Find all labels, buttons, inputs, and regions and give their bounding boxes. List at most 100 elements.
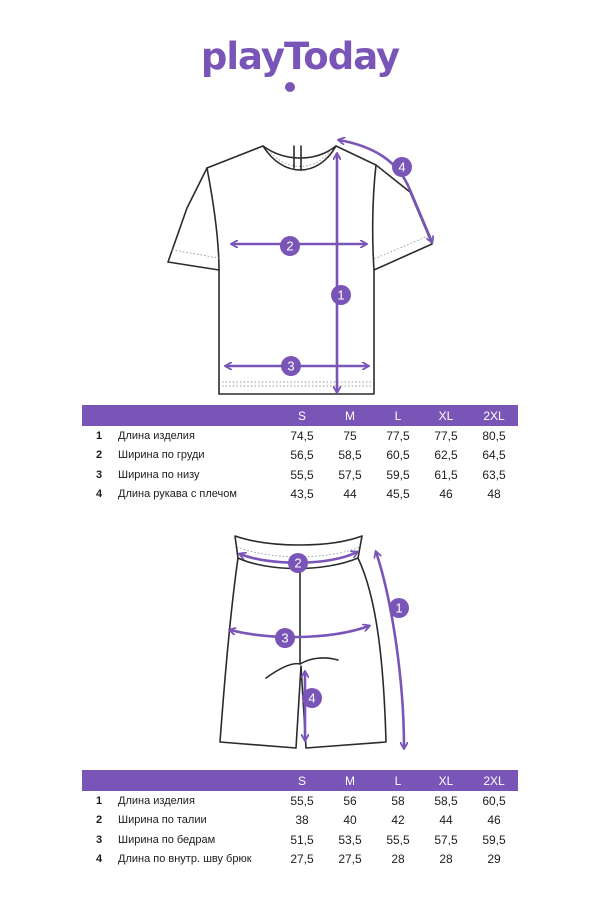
table-row: 3 Ширина по бедрам 51,5 53,5 55,5 57,5 5… <box>82 830 518 850</box>
size-value: 53,5 <box>338 832 362 847</box>
size-value: 58,5 <box>338 448 362 463</box>
row-label: Длина изделия <box>118 794 195 807</box>
size-header: 2XL <box>483 773 505 788</box>
header-spacer <box>82 770 110 791</box>
svg-text:4: 4 <box>398 160 405 175</box>
row-number: 4 <box>96 488 103 501</box>
size-header: M <box>345 773 355 788</box>
size-value: 46 <box>439 487 453 502</box>
tshirt-marker-1: 1 <box>331 285 351 305</box>
tshirt-left-cuff-stitch <box>171 249 220 259</box>
row-number: 2 <box>96 814 103 827</box>
size-value: 59,5 <box>386 467 410 482</box>
row-number: 3 <box>96 468 103 481</box>
tshirt-sleeve-line <box>339 140 432 242</box>
row-label: Ширина по груди <box>118 449 205 462</box>
shorts-marker-4: 4 <box>302 688 322 708</box>
size-value: 77,5 <box>434 428 458 443</box>
tshirt-marker-3: 3 <box>281 356 301 376</box>
row-label: Длина рукава с плечом <box>118 488 237 501</box>
size-value: 77,5 <box>386 428 410 443</box>
row-number: 1 <box>96 429 103 442</box>
size-value: 27,5 <box>290 852 314 867</box>
size-value: 74,5 <box>290 428 314 443</box>
row-label: Длина изделия <box>118 429 195 442</box>
tshirt-diagram: 1 2 3 4 <box>167 130 600 395</box>
shorts-marker-1: 1 <box>389 598 409 618</box>
size-value: 57,5 <box>338 467 362 482</box>
size-value: 29 <box>487 852 501 867</box>
size-value: 40 <box>343 813 357 828</box>
size-value: 48 <box>487 487 501 502</box>
size-value: 75 <box>343 428 357 443</box>
table-row: 2 Ширина по груди 56,5 58,5 60,5 62,5 64… <box>82 446 518 466</box>
size-header: 2XL <box>483 408 505 423</box>
size-value: 28 <box>439 852 453 867</box>
shorts-hip-line <box>230 626 369 639</box>
row-label: Ширина по бедрам <box>118 833 216 846</box>
tshirt-right-sleeve-seam <box>371 164 377 271</box>
table-row: 1 Длина изделия 55,5 56 58 58,5 60,5 <box>82 791 518 811</box>
tshirt-outline <box>167 145 433 395</box>
size-value: 62,5 <box>434 448 458 463</box>
size-value: 57,5 <box>434 832 458 847</box>
shorts-length-line <box>376 552 404 748</box>
brand-logo: playToday <box>200 35 400 78</box>
size-value: 55,5 <box>290 467 314 482</box>
size-header: L <box>394 773 402 788</box>
table-row: 2 Ширина по талии 38 40 42 44 46 <box>82 811 518 831</box>
svg-text:4: 4 <box>308 691 315 706</box>
size-value: 56,5 <box>290 448 314 463</box>
size-value: 38 <box>295 813 309 828</box>
row-number: 3 <box>96 833 103 846</box>
tshirt-left-sleeve-seam <box>206 167 220 271</box>
size-header: M <box>345 408 355 423</box>
svg-text:3: 3 <box>287 359 294 374</box>
shorts-outline <box>219 557 387 749</box>
size-value: 61,5 <box>434 467 458 482</box>
size-header: S <box>297 408 306 423</box>
shorts-marker-3: 3 <box>275 628 295 648</box>
table-row: 4 Длина рукава с плечом 43,5 44 45,5 46 … <box>82 485 518 505</box>
size-value: 28 <box>391 852 405 867</box>
size-header: S <box>297 773 306 788</box>
size-value: 27,5 <box>338 852 362 867</box>
size-value: 42 <box>391 813 405 828</box>
shorts-crotch-curve <box>265 657 339 679</box>
svg-text:2: 2 <box>294 556 301 571</box>
size-header: XL <box>438 408 454 423</box>
tshirt-table-header: S M L XL 2XL <box>82 405 518 426</box>
size-value: 58,5 <box>434 793 458 808</box>
brand-logo-dot <box>285 82 295 92</box>
size-value: 55,5 <box>386 832 410 847</box>
size-header: XL <box>438 773 454 788</box>
row-number: 1 <box>96 794 103 807</box>
row-label: Длина по внутр. шву брюк <box>118 853 252 866</box>
size-value: 43,5 <box>290 487 314 502</box>
svg-text:1: 1 <box>337 288 344 303</box>
row-label: Ширина по низу <box>118 468 200 481</box>
tshirt-marker-4: 4 <box>392 157 412 177</box>
tshirt-right-cuff-stitch <box>373 235 429 260</box>
svg-text:1: 1 <box>395 601 402 616</box>
svg-text:2: 2 <box>286 239 293 254</box>
header-spacer <box>110 770 278 791</box>
size-value: 45,5 <box>386 487 410 502</box>
size-value: 60,5 <box>482 793 506 808</box>
tshirt-size-table: S M L XL 2XL 1 Длина изделия 74,5 75 77,… <box>82 405 518 504</box>
header-spacer <box>82 405 110 426</box>
table-row: 4 Длина по внутр. шву брюк 27,5 27,5 28 … <box>82 850 518 870</box>
size-header: L <box>394 408 402 423</box>
size-value: 51,5 <box>290 832 314 847</box>
size-value: 80,5 <box>482 428 506 443</box>
row-number: 4 <box>96 853 103 866</box>
table-row: 1 Длина изделия 74,5 75 77,5 77,5 80,5 <box>82 426 518 446</box>
size-value: 46 <box>487 813 501 828</box>
tshirt-marker-2: 2 <box>280 236 300 256</box>
size-value: 44 <box>439 813 453 828</box>
shorts-marker-2: 2 <box>288 553 308 573</box>
tshirt-placket <box>293 145 302 171</box>
size-value: 58 <box>391 793 405 808</box>
row-number: 2 <box>96 449 103 462</box>
tshirt-hem-stitch <box>222 381 371 387</box>
